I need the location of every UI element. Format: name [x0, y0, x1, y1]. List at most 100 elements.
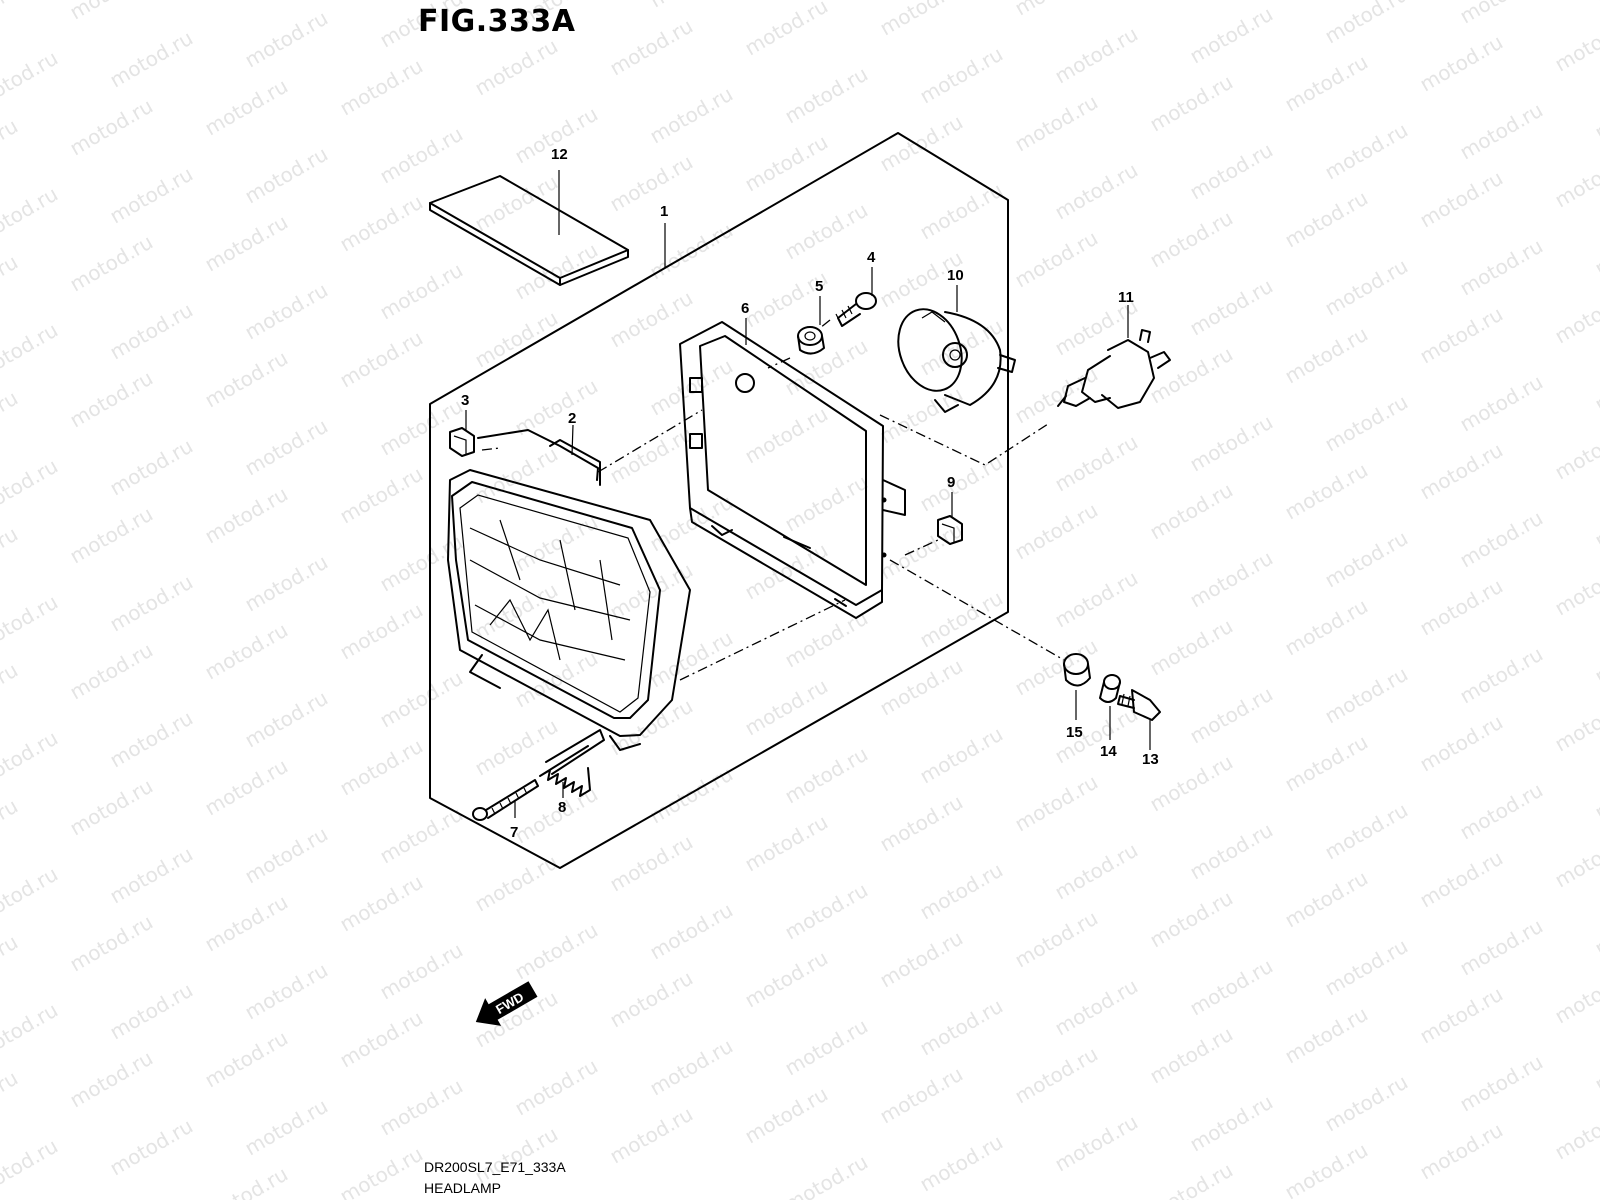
watermark-text: motod.ru	[1456, 506, 1547, 573]
watermark-text: motod.ru	[1011, 226, 1102, 293]
watermark-text: motod.ru	[1456, 778, 1547, 845]
callout-1[interactable]: 1	[660, 203, 668, 220]
watermark-text: motod.ru	[1281, 186, 1372, 253]
watermark-text: motod.ru	[66, 910, 157, 977]
watermark-text: motod.ru	[336, 598, 427, 665]
callout-8[interactable]: 8	[558, 799, 566, 816]
assembly-centerlines	[481, 319, 1065, 681]
watermark-text: motod.ru	[106, 298, 197, 365]
callout-7[interactable]: 7	[510, 824, 518, 841]
watermark-text: motod.ru	[1146, 478, 1237, 545]
watermark-text: motod.ru	[1416, 30, 1507, 97]
watermark-text: motod.ru	[1281, 594, 1372, 661]
watermark-text: motod.ru	[1591, 894, 1600, 961]
watermark-text: motod.ru	[106, 842, 197, 909]
callout-11[interactable]: 11	[1118, 289, 1134, 306]
callout-13[interactable]: 13	[1142, 751, 1159, 768]
callout-4[interactable]: 4	[867, 249, 876, 266]
watermark-text: motod.ru	[916, 178, 1007, 245]
watermark-text: motod.ru	[1591, 78, 1600, 145]
watermark-text: motod.ru	[606, 14, 697, 81]
callout-12[interactable]: 12	[551, 146, 568, 163]
watermark-text: motod.ru	[0, 726, 62, 793]
watermark-text: motod.ru	[201, 618, 292, 685]
watermark-text: motod.ru	[241, 1094, 332, 1161]
watermark-text: motod.ru	[1051, 702, 1142, 769]
watermark-text: motod.ru	[741, 538, 832, 605]
watermark-text: motod.ru	[0, 862, 62, 929]
watermark-text: motod.ru	[916, 42, 1007, 109]
watermark-text: motod.ru	[1186, 274, 1277, 341]
watermark-text: motod.ru	[241, 958, 332, 1025]
watermark-text: motod.ru	[646, 762, 737, 829]
watermark-text: motod.ru	[471, 442, 562, 509]
watermark-text: motod.ru	[781, 470, 872, 537]
watermark-text: motod.ru	[376, 122, 467, 189]
watermark-text: motod.ru	[241, 142, 332, 209]
watermark-text: motod.ru	[66, 774, 157, 841]
callout-15[interactable]: 15	[1066, 724, 1083, 741]
figure-title: FIG.333A	[418, 4, 576, 39]
watermark-text: motod.ru	[1551, 1098, 1600, 1165]
watermark-text: motod.ru	[1591, 0, 1600, 8]
watermark-text: motod.ru	[1051, 974, 1142, 1041]
watermark-text: motod.ru	[916, 1130, 1007, 1197]
watermark-text: motod.ru	[336, 54, 427, 121]
watermark-text: motod.ru	[781, 198, 872, 265]
watermark-text: motod.ru	[0, 182, 62, 249]
watermark-text: motod.ru	[646, 1034, 737, 1101]
watermark-text: motod.ru	[1281, 322, 1372, 389]
section-name: HEADLAMP	[424, 1180, 502, 1196]
watermark-text: motod.ru	[1146, 1022, 1237, 1089]
watermark-text: motod.ru	[1321, 254, 1412, 321]
callout-14[interactable]: 14	[1100, 743, 1117, 760]
watermark-text: motod.ru	[1186, 818, 1277, 885]
watermark-text: motod.ru	[1321, 390, 1412, 457]
watermark-text: motod.ru	[201, 482, 292, 549]
watermark-text: motod.ru	[201, 1162, 292, 1200]
watermark-text: motod.ru	[1591, 1166, 1600, 1200]
watermark-text: motod.ru	[1456, 642, 1547, 709]
watermark-text: motod.ru	[916, 586, 1007, 653]
callout-3[interactable]: 3	[461, 392, 469, 409]
watermark-text: motod.ru	[471, 850, 562, 917]
watermark-text: motod.ru	[1146, 206, 1237, 273]
watermark-text: motod.ru	[1321, 798, 1412, 865]
socket-cover-part-10	[897, 308, 1016, 413]
watermark-text: motod.ru	[66, 230, 157, 297]
watermark-text: motod.ru	[201, 74, 292, 141]
watermark-text: motod.ru	[0, 318, 62, 385]
watermark-text: motod.ru	[1186, 546, 1277, 613]
watermark-text: motod.ru	[1456, 1050, 1547, 1117]
watermark-text: motod.ru	[741, 266, 832, 333]
callout-6[interactable]: 6	[741, 300, 749, 317]
watermark-text: motod.ru	[606, 966, 697, 1033]
callout-5[interactable]: 5	[815, 278, 823, 295]
watermark-text: motod.ru	[0, 1066, 22, 1133]
watermark-text: motod.ru	[1051, 1110, 1142, 1177]
watermark-text: motod.ru	[741, 130, 832, 197]
grommet-part-5	[797, 326, 825, 355]
watermark-text: motod.ru	[1551, 418, 1600, 485]
callout-labels: 12 1 6 5 4 10 11 3 2 9 7 8 15 14 13	[461, 146, 1159, 841]
watermark-text: motod.ru	[1011, 1042, 1102, 1109]
callout-10[interactable]: 10	[947, 267, 964, 284]
watermark-text: motod.ru	[201, 890, 292, 957]
watermark-text: motod.ru	[1321, 1070, 1412, 1137]
watermark-text: motod.ru	[376, 258, 467, 325]
watermark-text: motod.ru	[1146, 342, 1237, 409]
watermark-text: motod.ru	[1591, 214, 1600, 281]
watermark-text: motod.ru	[336, 1006, 427, 1073]
callout-2[interactable]: 2	[568, 410, 576, 427]
bolt-part-4	[835, 292, 877, 327]
watermark-text: motod.ru	[606, 830, 697, 897]
callout-9[interactable]: 9	[947, 474, 955, 491]
watermark-text: motod.ru	[781, 1014, 872, 1081]
watermark-text: motod.ru	[376, 666, 467, 733]
watermark-text: motod.ru	[741, 0, 832, 60]
watermark-text: motod.ru	[1551, 826, 1600, 893]
watermark-text: motod.ru	[876, 654, 967, 721]
watermark-text: motod.ru	[1551, 690, 1600, 757]
watermark-text: motod.ru	[66, 502, 157, 569]
watermark-text: motod.ru	[1011, 498, 1102, 565]
